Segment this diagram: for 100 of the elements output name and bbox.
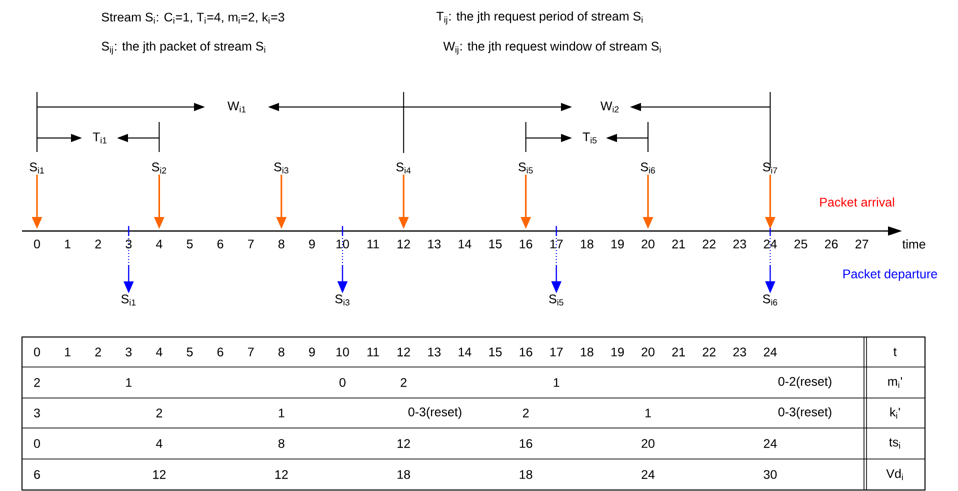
tick-label: 6	[217, 240, 224, 248]
table-cell: 1	[646, 408, 651, 418]
table-cell: 8	[278, 348, 284, 356]
table-cell: 16	[520, 348, 532, 356]
table-cell: 14	[458, 348, 472, 356]
table-cell: 18	[580, 348, 594, 356]
packet-label: S$_{i6}$	[640, 162, 655, 174]
tick-label: 14	[458, 240, 472, 248]
table-cell: 4	[156, 348, 162, 356]
packet-label: S$_{i5}$	[518, 162, 533, 174]
legend-text: T$_{ij}$: the jth request period of stream S$_{i}$	[436, 11, 642, 25]
table-cell: t	[893, 348, 897, 356]
table-cell: 2	[400, 378, 406, 387]
tick-label: 8	[278, 240, 284, 248]
table-cell: 19	[611, 348, 624, 356]
table-cell: 11	[368, 348, 379, 356]
table-cell: 10	[336, 348, 349, 356]
tick-label: 16	[520, 240, 532, 248]
table-cell: 17	[550, 348, 563, 356]
dimension-label: W$_{i2}$	[600, 102, 619, 112]
table-cell: 0	[34, 439, 40, 448]
table-cell: 0-3(reset)	[408, 407, 462, 419]
tick-label: 1	[65, 240, 70, 248]
tick-label: 2	[95, 240, 101, 248]
table-cell: 0-3(reset)	[778, 407, 832, 419]
tick-label: 15	[489, 240, 502, 248]
tick-label: 4	[156, 240, 162, 248]
legend-text: W$_{ij}$: the jth request window of stream S$_{i}$	[443, 41, 661, 55]
table-cell: 24	[764, 439, 777, 448]
table-cell: 20	[642, 439, 654, 448]
table-cell: 3	[34, 408, 40, 418]
packet-label: S$_{i7}$	[762, 162, 778, 174]
table-cell: 3	[126, 348, 132, 356]
table-cell: 2	[156, 408, 162, 418]
table-cell: 1	[278, 408, 284, 418]
tick-label: 26	[824, 240, 838, 248]
tick-label: 9	[309, 240, 315, 248]
table-cell: 12	[153, 470, 166, 479]
table-cell: 2	[95, 348, 101, 356]
table-cell: 15	[489, 348, 502, 356]
packet-label: S$_{i6}$	[762, 294, 778, 306]
table-cell: 18	[520, 470, 532, 479]
dimension-label: T$_{i5}$	[582, 132, 597, 144]
table-cell: k$_{i}$'	[890, 407, 900, 419]
packet-label: S$_{i1}$	[121, 294, 136, 306]
packet-label: S$_{i3}$	[335, 294, 350, 306]
tick-label: 17	[550, 240, 563, 248]
tick-label: 11	[368, 240, 379, 248]
table-cell: 0-2(reset)	[778, 376, 832, 388]
tick-label: 24	[764, 240, 777, 248]
series-label: Packet arrival	[820, 197, 894, 207]
tick-label: 20	[642, 240, 654, 248]
table-cell: Vd$_{i}$	[886, 468, 903, 480]
packet-label: S$_{i4}$	[396, 162, 411, 174]
tick-label: 19	[611, 240, 624, 248]
table-cell: 1	[65, 348, 70, 356]
tick-label: 18	[580, 240, 594, 248]
table-cell: 6	[34, 470, 40, 479]
table-cell: 20	[642, 348, 654, 356]
packet-label: S$_{i2}$	[152, 162, 166, 174]
table-cell: 0	[34, 348, 40, 356]
table-cell: 4	[156, 439, 162, 448]
table-cell: 12	[398, 348, 410, 356]
table-cell: 2	[522, 408, 529, 418]
tick-label: 23	[733, 240, 746, 248]
tick-label: 12	[398, 240, 410, 248]
table-cell: 0	[340, 378, 346, 387]
packet-label: S$_{i1}$	[30, 162, 44, 174]
tick-label: 5	[186, 240, 193, 248]
table-cell: 23	[733, 348, 746, 356]
table-cell: 24	[642, 470, 655, 479]
table-cell: 5	[186, 348, 193, 356]
tick-label: 25	[794, 240, 808, 248]
table-cell: 1	[554, 378, 560, 387]
table-cell: 6	[217, 348, 224, 356]
dimension-label: W$_{i1}$	[228, 102, 246, 112]
table-cell: 18	[398, 470, 410, 479]
table-cell: 12	[275, 470, 288, 479]
axis-title: time	[902, 239, 926, 249]
table-cell: 2	[34, 378, 40, 387]
table-cell: 8	[278, 439, 284, 448]
table-cell: 12	[398, 439, 410, 448]
tick-label: 22	[702, 240, 716, 248]
table-cell: 1	[126, 378, 132, 387]
table-cell: ts$_{i}$	[889, 438, 900, 449]
tick-label: 21	[672, 240, 685, 248]
table-cell: m$_{i}$'	[888, 377, 902, 388]
tick-label: 27	[856, 240, 868, 248]
table-cell: 7	[248, 348, 254, 356]
tick-label: 3	[126, 240, 132, 248]
legend-text: S$_{ij}$: the jth packet of stream S$_{i}$	[102, 41, 266, 55]
tick-label: 7	[248, 240, 254, 248]
table-cell: 24	[764, 348, 777, 356]
series-label: Packet departure	[843, 269, 938, 281]
packet-label: S$_{i5}$	[549, 294, 564, 306]
table-cell: 13	[428, 348, 441, 356]
table-cell: 22	[702, 348, 716, 356]
dimension-label: T$_{i1}$	[92, 132, 107, 144]
tick-label: 0	[34, 240, 40, 248]
table-cell: 9	[309, 348, 315, 356]
